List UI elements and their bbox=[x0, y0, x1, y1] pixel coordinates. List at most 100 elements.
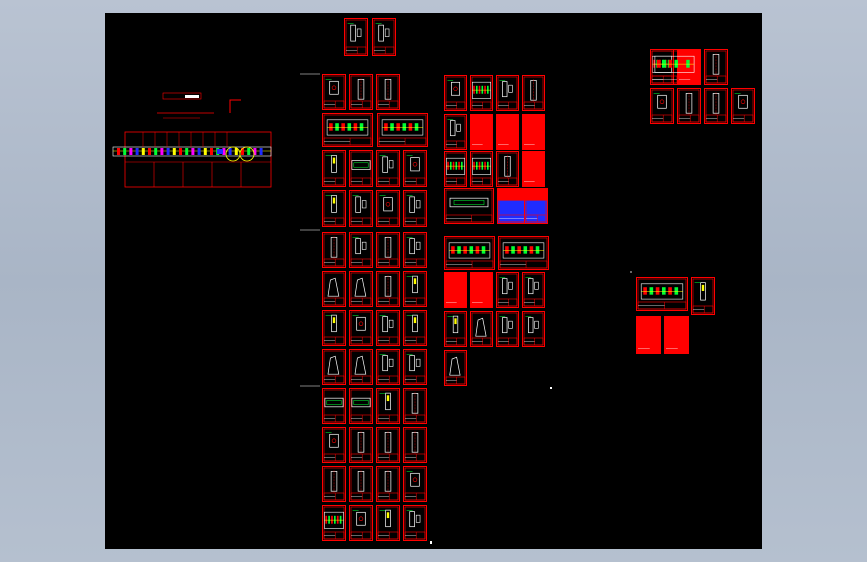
part-detail bbox=[339, 515, 342, 524]
cad-drawing-canvas[interactable] bbox=[105, 13, 762, 549]
drawing-sheet bbox=[322, 427, 346, 463]
sheet-inner-border bbox=[404, 191, 426, 226]
part-outline bbox=[738, 94, 748, 109]
part-outline bbox=[452, 315, 459, 334]
assembly-component bbox=[129, 148, 133, 155]
drawing-sheet bbox=[376, 505, 400, 541]
part-detail bbox=[457, 246, 461, 254]
part-detail bbox=[475, 246, 480, 254]
assembly-component bbox=[217, 149, 223, 154]
part-detail bbox=[336, 515, 339, 524]
hole-outline bbox=[412, 477, 418, 482]
sheet-inner-border bbox=[497, 76, 518, 110]
middle-block-2 bbox=[444, 236, 549, 270]
sheet-frame bbox=[524, 188, 548, 224]
part-outline bbox=[354, 355, 367, 375]
drawing-sheets-layer[interactable] bbox=[105, 13, 762, 549]
sheet-inner-border bbox=[377, 151, 399, 186]
assembly-component bbox=[197, 148, 201, 155]
part-outline bbox=[412, 275, 418, 294]
part-detail bbox=[326, 400, 342, 405]
assembly-component bbox=[185, 148, 189, 155]
sheet-frame bbox=[522, 311, 545, 347]
part-detail bbox=[463, 246, 467, 254]
drawing-sheet bbox=[322, 271, 346, 307]
part-outline bbox=[451, 81, 460, 96]
sheet-inner-border bbox=[377, 311, 399, 345]
drawing-sheet bbox=[444, 272, 467, 308]
drawing-sheet bbox=[444, 114, 467, 150]
drawing-sheet bbox=[470, 114, 493, 150]
main-column-block-1 bbox=[322, 150, 427, 227]
assembly-component bbox=[228, 148, 232, 155]
part-view bbox=[508, 320, 513, 329]
sheet-inner-border bbox=[445, 189, 493, 223]
assembly-component bbox=[222, 148, 226, 155]
drawing-sheet bbox=[349, 466, 373, 502]
drawing-sheet bbox=[522, 75, 545, 111]
sheet-frame bbox=[731, 88, 755, 124]
part-detail bbox=[329, 123, 333, 131]
middle-block-2 bbox=[444, 350, 467, 386]
drawing-sheet bbox=[322, 505, 346, 541]
main-column-markers bbox=[300, 73, 320, 387]
drawing-sheet bbox=[403, 190, 427, 227]
part-view bbox=[388, 358, 394, 367]
part-detail bbox=[481, 246, 486, 254]
drawing-sheet bbox=[731, 88, 755, 124]
part-outline bbox=[331, 195, 337, 213]
part-detail bbox=[451, 246, 455, 254]
sheet-inner-border bbox=[377, 350, 399, 384]
sheet-frame bbox=[522, 75, 545, 111]
part-detail bbox=[414, 123, 419, 131]
part-detail bbox=[455, 161, 458, 170]
sheet-frame bbox=[470, 114, 493, 150]
sheet-fill bbox=[524, 188, 548, 201]
part-outline bbox=[329, 433, 339, 448]
part-detail bbox=[643, 287, 647, 295]
drawing-sheet bbox=[496, 151, 519, 187]
sheet-inner-border bbox=[497, 273, 518, 307]
part-detail bbox=[668, 287, 672, 295]
sheet-frame bbox=[322, 388, 346, 424]
part-view bbox=[508, 84, 513, 93]
sheet-frame bbox=[650, 49, 699, 85]
sheet-frame bbox=[349, 232, 373, 268]
drawing-sheet bbox=[322, 388, 346, 424]
sheet-frame bbox=[322, 190, 346, 227]
part-detail bbox=[680, 59, 684, 68]
main-column-block-2 bbox=[322, 232, 427, 385]
part-outline bbox=[502, 317, 508, 334]
hole-outline bbox=[453, 86, 458, 91]
drawing-sheet bbox=[322, 232, 346, 268]
part-detail bbox=[386, 512, 390, 519]
part-detail bbox=[473, 85, 475, 94]
sheet-frame bbox=[444, 311, 467, 347]
part-outline bbox=[449, 197, 489, 208]
assembly-component bbox=[191, 148, 195, 155]
drawing-sheet bbox=[376, 388, 400, 424]
sheet-frame bbox=[470, 311, 493, 347]
section-marker bbox=[430, 541, 432, 544]
assembly-body bbox=[112, 146, 272, 157]
sheet-frame bbox=[376, 271, 400, 307]
assembly-label-detail bbox=[185, 95, 199, 98]
drawing-sheet bbox=[496, 75, 519, 111]
drawing-sheet bbox=[444, 236, 495, 270]
part-outline bbox=[351, 160, 371, 170]
drawing-sheet bbox=[403, 150, 427, 187]
sheet-inner-border bbox=[377, 389, 399, 423]
sheet-fill bbox=[636, 316, 661, 354]
sheet-frame bbox=[403, 150, 427, 187]
part-detail bbox=[453, 200, 485, 205]
drawing-sheet bbox=[349, 427, 373, 463]
assembly-component bbox=[172, 148, 176, 155]
sheet-frame bbox=[403, 232, 427, 268]
sheet-fill bbox=[664, 316, 689, 354]
part-detail bbox=[511, 246, 515, 254]
hole-outline bbox=[331, 438, 337, 443]
sheet-frame bbox=[349, 505, 373, 541]
sheet-frame bbox=[636, 277, 688, 311]
part-detail bbox=[475, 85, 478, 94]
middle-block-1 bbox=[444, 188, 548, 224]
